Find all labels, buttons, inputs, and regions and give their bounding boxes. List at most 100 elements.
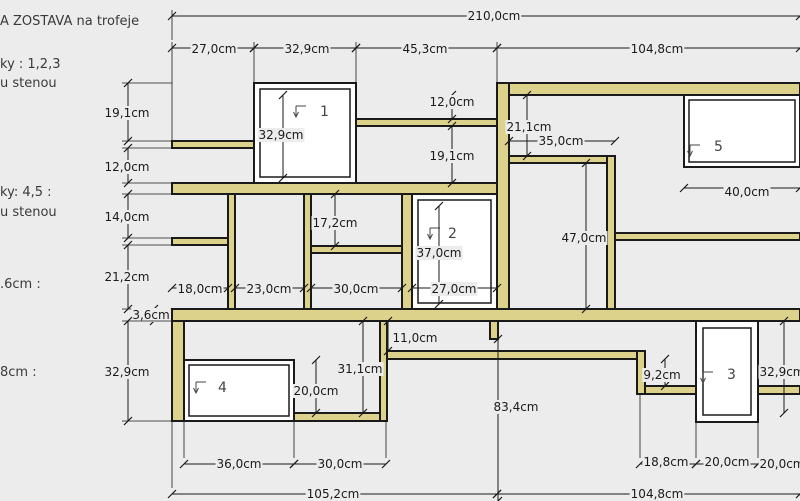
dimension-tick	[779, 316, 789, 326]
box-inner-frame	[188, 364, 290, 417]
dimension-tick	[230, 283, 240, 293]
dim-label-low_92: 9,2cm	[643, 368, 680, 382]
dimension-tick	[447, 114, 457, 124]
note-boxes-123: ky : 1,2,3	[0, 57, 61, 72]
dim-label-bot_188: 18,8cm	[643, 455, 688, 469]
dimension-tick	[358, 408, 368, 418]
dim-label-bg	[215, 457, 263, 471]
dim-label-bot_200a: 20,0cm	[704, 455, 749, 469]
dimension-tick	[397, 283, 407, 293]
dim-label-mid_191: 19,1cm	[429, 149, 474, 163]
dim-label-row_270: 27,0cm	[431, 282, 476, 296]
board-long-shelf	[171, 308, 800, 322]
dimension-tick	[278, 173, 288, 183]
dim-label-bg	[758, 365, 800, 379]
dimension-tick	[795, 493, 800, 499]
dimension-tick	[497, 496, 503, 501]
dim-label-bg	[428, 149, 476, 163]
board-stub-shelf-upper	[171, 140, 255, 149]
dim-label-bg	[316, 457, 364, 471]
dim-label-bot_1052: 105,2cm	[307, 487, 360, 501]
box-arrow-icon	[193, 381, 206, 395]
box-number-label: 4	[218, 380, 227, 396]
dim-label-bot_1048: 104,8cm	[631, 487, 684, 501]
dim-label-bg	[311, 216, 359, 230]
box-number-label: 3	[727, 367, 736, 383]
dimension-tick	[691, 459, 701, 469]
note-boxes-45: ky: 4,5 :	[0, 185, 52, 200]
dimension-tick	[610, 136, 620, 146]
dim-label-bg	[537, 134, 585, 148]
dimension-tick	[306, 283, 316, 293]
dimension-tick	[179, 459, 189, 469]
dim-label-left_329: 32,9cm	[104, 365, 149, 379]
board-shelf-box1-right	[355, 118, 499, 127]
board-stub-shelf-lower	[171, 237, 229, 246]
dimension-tick	[434, 299, 444, 309]
dim-label-mid_350: 35,0cm	[538, 134, 583, 148]
dim-label-box2_370: 37,0cm	[416, 246, 461, 260]
board-divider-47	[606, 155, 616, 310]
dim-label-low_311: 31,1cm	[337, 362, 382, 376]
box-4: 4	[183, 359, 295, 422]
box-inner-frame	[688, 99, 796, 163]
dim-label-bg	[415, 246, 463, 260]
dim-label-right_329: 32,9cm	[759, 365, 800, 379]
dimension-tick	[522, 90, 532, 100]
dim-label-bg	[492, 400, 540, 414]
dimension-tick	[381, 459, 391, 469]
box-5: 5	[683, 94, 800, 168]
box-number-label: 5	[714, 139, 723, 155]
dimension-tick	[383, 346, 393, 356]
dim-label-mid_172: 17,2cm	[312, 216, 357, 230]
board-shelf-right-mid	[614, 232, 800, 241]
dim-label-bg	[131, 308, 171, 322]
dimension-tick	[358, 316, 368, 326]
dim-label-bg	[103, 106, 151, 120]
dim-label-bg	[103, 270, 151, 284]
dim-label-row_230: 23,0cm	[246, 282, 291, 296]
dimension-tick	[492, 283, 502, 293]
dimension-tick	[581, 304, 591, 314]
board-divider-c	[401, 193, 413, 310]
dimension-tick	[434, 201, 444, 211]
dimension-tick	[447, 178, 457, 188]
dim-label-left_140: 14,0cm	[104, 210, 149, 224]
dim-label-mid_470: 47,0cm	[561, 231, 606, 245]
dim-label-bg	[629, 487, 685, 501]
dimension-tick	[299, 283, 309, 293]
dimension-tick	[223, 283, 233, 293]
dimension-tick	[779, 408, 789, 418]
dim-label-top_453: 45,3cm	[402, 42, 447, 56]
drawing-title: A ZOSTAVA na trofeje	[0, 14, 140, 29]
box-arrow-icon	[427, 227, 440, 241]
dim-label-bg	[176, 282, 224, 296]
dimension-tick	[522, 151, 532, 161]
dim-label-left_191: 19,1cm	[104, 106, 149, 120]
dim-label-bg	[466, 9, 522, 23]
dim-label-bg	[629, 42, 685, 56]
dimension-tick	[447, 121, 457, 131]
dim-label-bg	[332, 282, 380, 296]
dimension-tick	[311, 355, 321, 365]
dimension-tick	[383, 316, 393, 326]
dim-label-bg	[190, 42, 238, 56]
dim-label-box4_200: 20,0cm	[293, 384, 338, 398]
dim-label-bg	[257, 128, 305, 142]
board-top-shelf	[496, 82, 800, 96]
dim-label-top_329: 32,9cm	[284, 42, 329, 56]
dimension-tick	[311, 408, 321, 418]
dim-label-bot_300: 30,0cm	[317, 457, 362, 471]
board-shelf-low-mid	[386, 350, 646, 360]
dim-label-bot_200b: 20,0cm	[759, 457, 800, 471]
dimension-tick	[504, 136, 514, 146]
dimension-tick	[660, 354, 670, 364]
board-shelf-19	[171, 182, 499, 195]
dim-label-top_1048: 104,8cm	[631, 42, 684, 56]
dimension-tick	[795, 187, 800, 193]
dimension-tick	[167, 283, 177, 293]
dim-label-bg	[336, 362, 384, 376]
